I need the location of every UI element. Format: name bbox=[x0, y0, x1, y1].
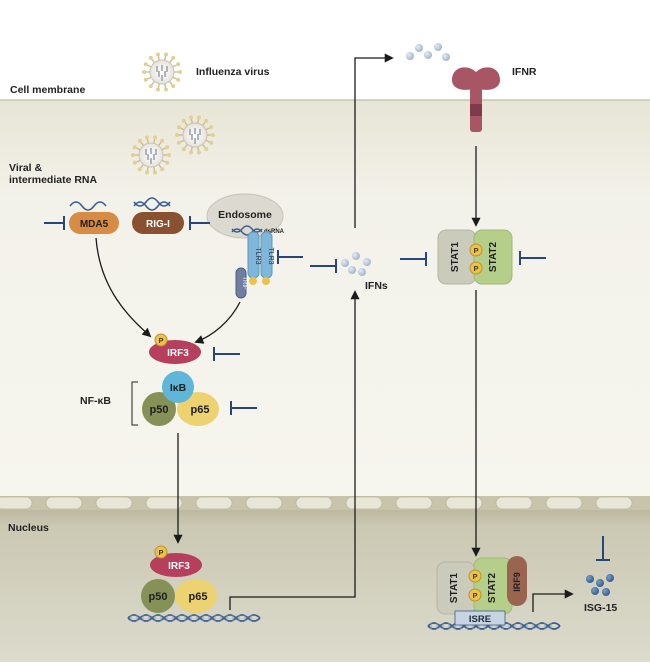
isre-label: ISRE bbox=[469, 614, 491, 625]
p50-protein bbox=[141, 579, 175, 613]
extracellular-space bbox=[0, 0, 650, 100]
arrow-ifn-secretion bbox=[354, 53, 394, 228]
ifnr-receptor bbox=[452, 67, 500, 132]
inhibitor-icon bbox=[213, 347, 240, 361]
nfkb-label: NF-κB bbox=[80, 395, 111, 407]
inhibitor-icon bbox=[230, 401, 257, 415]
p50-label: p50 bbox=[149, 591, 168, 603]
mda5-label: MDA5 bbox=[80, 219, 109, 230]
nuclear-envelope bbox=[0, 496, 650, 510]
nucleus-label: Nucleus bbox=[8, 522, 49, 534]
ikb-label: IκB bbox=[170, 382, 187, 394]
ifn-molecules-icon bbox=[406, 43, 450, 61]
arrow-tlr3-irf3 bbox=[194, 301, 241, 344]
virus-icon bbox=[142, 52, 182, 92]
endosome-label: Endosome bbox=[218, 209, 272, 221]
rna-strand-icon bbox=[69, 201, 107, 211]
phospho-label: P bbox=[472, 591, 477, 600]
ifn-molecules-icon bbox=[341, 252, 371, 276]
dsrna-icon bbox=[231, 225, 263, 236]
phospho-label: P bbox=[473, 264, 478, 273]
p65-protein bbox=[175, 579, 217, 613]
ifns-label: IFNs bbox=[365, 280, 388, 292]
inhibitor-icon bbox=[400, 252, 427, 266]
arrow-isg15-expression bbox=[532, 589, 574, 612]
inhibitor-icon bbox=[310, 259, 337, 273]
isg15-label: ISG-15 bbox=[584, 602, 617, 614]
phospho-label: P bbox=[472, 572, 477, 581]
inhibitor-icon bbox=[519, 251, 546, 265]
irf3-label: IRF3 bbox=[168, 561, 190, 572]
p50-protein bbox=[142, 392, 176, 426]
phospho-icon bbox=[154, 545, 168, 559]
phospho-label: P bbox=[473, 246, 478, 255]
phospho-label: P bbox=[158, 548, 163, 557]
phospho-icon bbox=[154, 333, 168, 347]
cytoplasm bbox=[0, 100, 650, 500]
inhibitor-icon bbox=[596, 536, 610, 561]
nucleus-region bbox=[0, 503, 650, 662]
tlr3-label: TLR3 bbox=[254, 247, 261, 264]
arrow-mda5-irf3 bbox=[95, 237, 152, 338]
isre-element bbox=[454, 610, 506, 626]
rig-i-label: RIG-I bbox=[146, 219, 170, 230]
p50-label: p50 bbox=[150, 404, 169, 416]
virus-icon bbox=[131, 135, 171, 175]
phospho-icon bbox=[468, 588, 482, 602]
rig-i-protein bbox=[132, 212, 184, 234]
tlr3-receptor: TLR3 TLR3 TRIF bbox=[235, 231, 274, 299]
viral-rna-label-line2: intermediate RNA bbox=[9, 174, 98, 186]
mda5-protein bbox=[69, 212, 119, 234]
inhibitor-icon bbox=[189, 216, 210, 230]
isg15-molecules-icon bbox=[586, 574, 614, 596]
irf3-label: IRF3 bbox=[167, 348, 189, 359]
ikb-protein bbox=[162, 371, 194, 403]
phospho-icon bbox=[469, 261, 483, 275]
p65-protein bbox=[177, 392, 219, 426]
irf9-label: IRF9 bbox=[512, 572, 522, 592]
stat1-label: STAT1 bbox=[450, 241, 461, 272]
arrow-transcription-ifns bbox=[229, 290, 360, 610]
dna-helix-icon bbox=[127, 614, 261, 622]
stat-dimer: STAT1 STAT2 P P bbox=[437, 229, 513, 285]
inhibitor-icon bbox=[277, 250, 303, 264]
endosome bbox=[206, 193, 284, 239]
phospho-icon bbox=[469, 243, 483, 257]
influenza-virus-label: Influenza virus bbox=[196, 66, 270, 78]
p65-label: p65 bbox=[189, 591, 208, 603]
phospho-icon bbox=[468, 569, 482, 583]
dsrna-icon bbox=[133, 197, 171, 211]
viral-rna-label-line1: Viral & bbox=[9, 162, 42, 174]
dsrna-label: dsRNA bbox=[264, 229, 285, 235]
inhibitor-icon bbox=[44, 216, 65, 230]
p65-label: p65 bbox=[191, 404, 210, 416]
cell-membrane-label: Cell membrane bbox=[10, 84, 85, 96]
stat1-label: STAT1 bbox=[449, 572, 460, 603]
virus-icon bbox=[175, 115, 215, 155]
stat2-label: STAT2 bbox=[488, 241, 499, 272]
nfkb-bracket bbox=[131, 381, 138, 426]
irf3-protein bbox=[150, 553, 202, 577]
stat2-label: STAT2 bbox=[487, 572, 498, 603]
ifnr-label: IFNR bbox=[512, 66, 537, 78]
isgf3-complex: STAT1 STAT2 IRF9 P P bbox=[436, 556, 527, 615]
phospho-label: P bbox=[158, 336, 163, 345]
trif-label: TRIF bbox=[241, 276, 247, 290]
tlr3-label: TLR3 bbox=[267, 247, 274, 264]
